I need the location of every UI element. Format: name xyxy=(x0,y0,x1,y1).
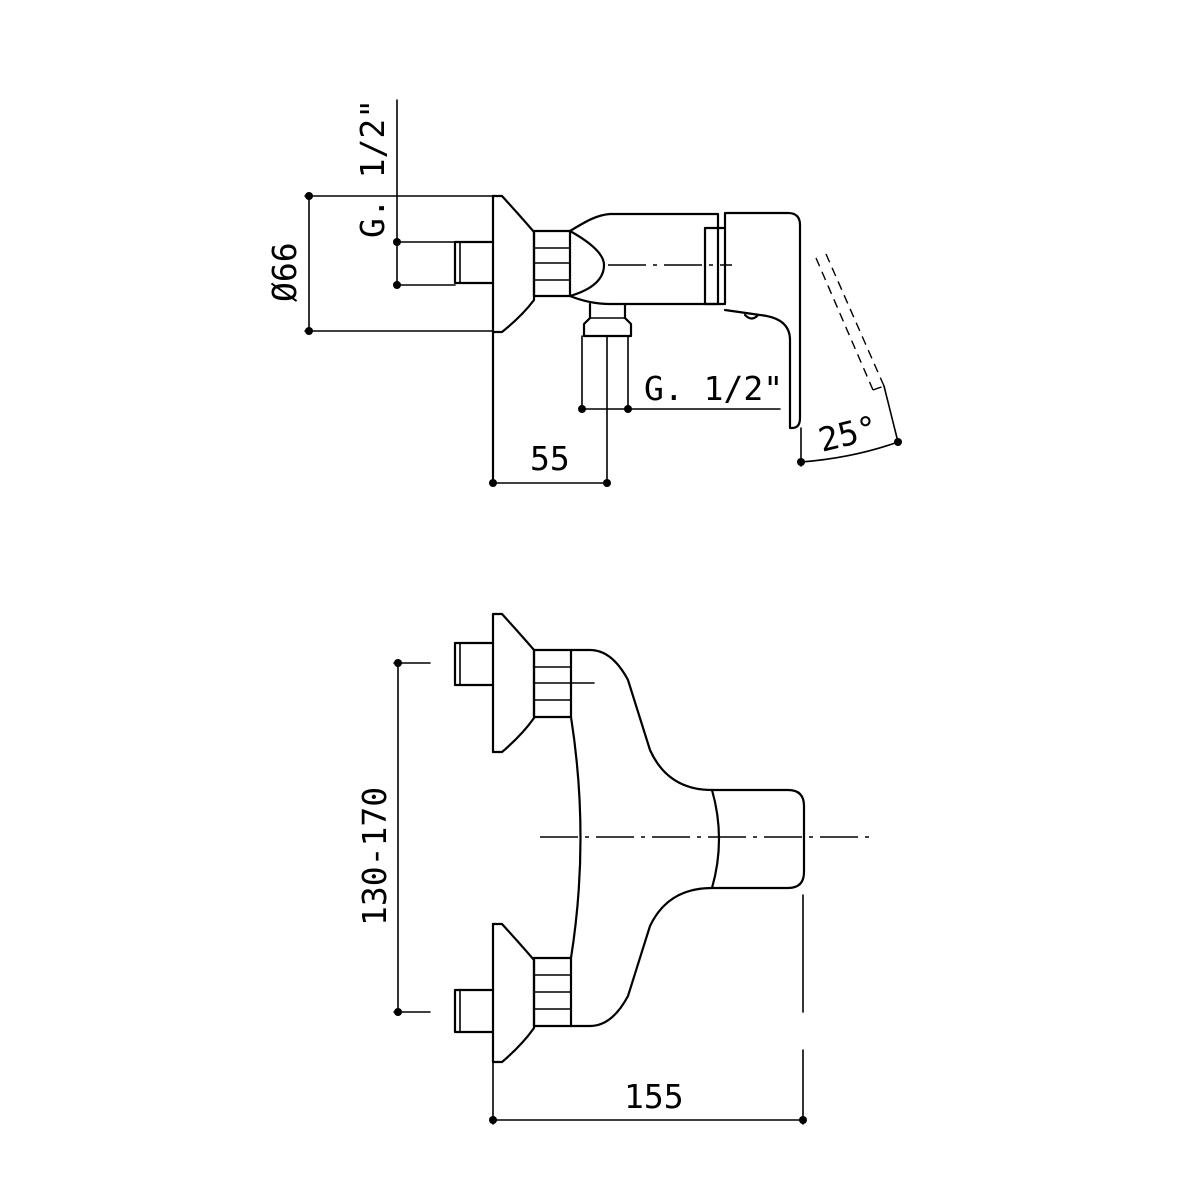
angle-label: 25° xyxy=(815,408,882,460)
side-view xyxy=(453,194,885,486)
front-view xyxy=(453,612,875,1064)
thread-top-label: G. 1/2" xyxy=(353,99,392,238)
depth-label: 55 xyxy=(530,439,570,478)
diameter-label: Ø66 xyxy=(265,242,304,302)
thread-outlet-label: G. 1/2" xyxy=(644,369,783,408)
front-view-dimensions xyxy=(393,659,807,1125)
side-view-dimensions xyxy=(304,99,902,487)
center-distance-label: 130-170 xyxy=(355,787,394,926)
width-label: 155 xyxy=(624,1077,684,1116)
